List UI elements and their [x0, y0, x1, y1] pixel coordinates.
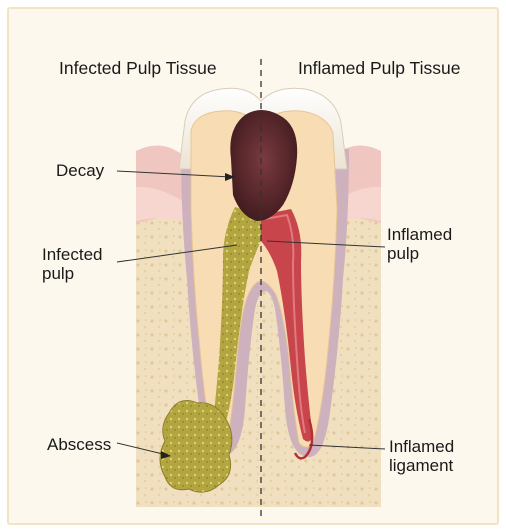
label-inflamed-pulp: Inflamed pulp — [387, 225, 452, 263]
label-inflamed-ligament: Inflamed ligament — [389, 437, 454, 475]
label-decay: Decay — [56, 161, 104, 180]
label-inflamed-ligament-line2: ligament — [389, 456, 454, 475]
label-inflamed-ligament-line1: Inflamed — [389, 437, 454, 456]
label-infected-pulp-line2: pulp — [42, 264, 103, 283]
title-infected-pulp-tissue: Infected Pulp Tissue — [59, 59, 217, 78]
title-inflamed-pulp-tissue: Inflamed Pulp Tissue — [298, 59, 460, 78]
label-infected-pulp-line1: Infected — [42, 245, 103, 264]
label-abscess: Abscess — [47, 435, 111, 454]
abscess — [160, 401, 232, 493]
label-infected-pulp: Infected pulp — [42, 245, 103, 283]
label-inflamed-pulp-line2: pulp — [387, 244, 452, 263]
illustration-frame: Infected Pulp Tissue Inflamed Pulp Tissu… — [7, 7, 499, 525]
label-inflamed-pulp-line1: Inflamed — [387, 225, 452, 244]
